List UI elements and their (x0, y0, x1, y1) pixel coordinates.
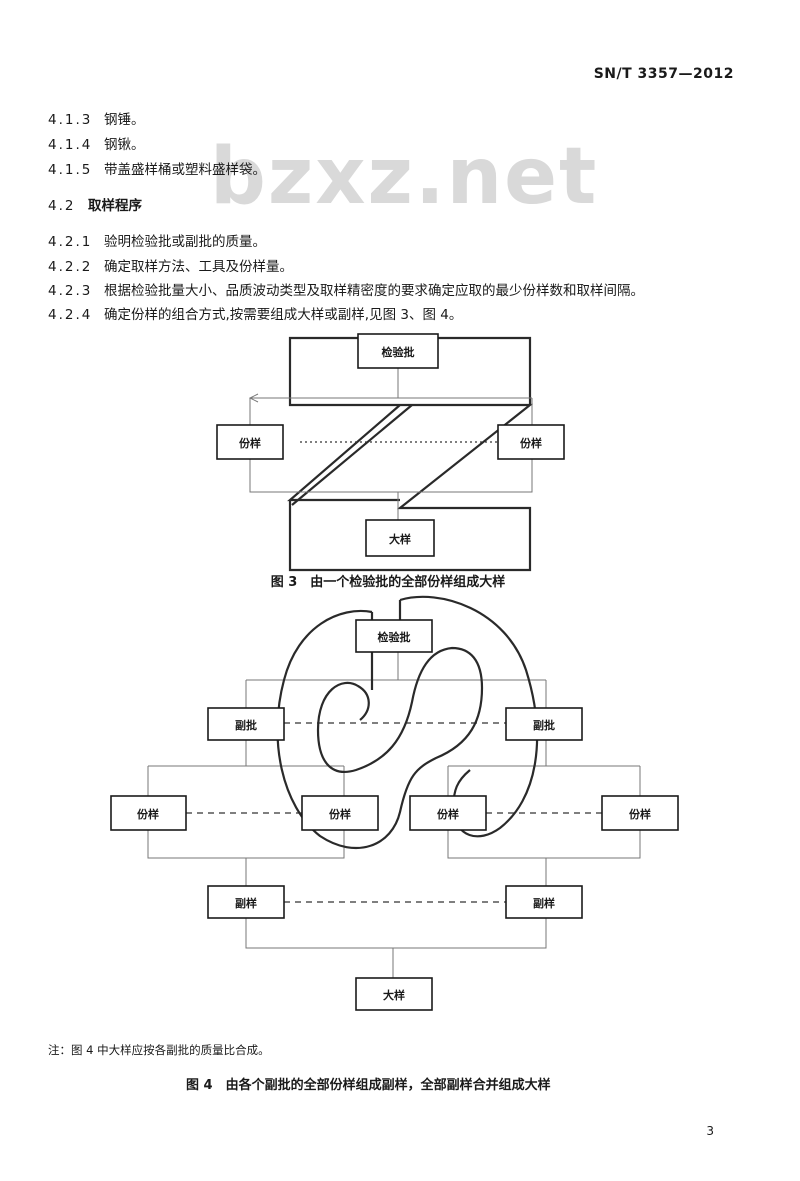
figure-4-note: 注：图 4 中大样应按各副批的质量比合成。 (48, 1043, 270, 1057)
figure-4-inspection-lot-box (355, 619, 433, 653)
figure-4-sub-sample-bottom (245, 918, 547, 978)
figure-4-increment-1-label: 份样 (137, 807, 159, 821)
figure-4-increment-3-label: 份样 (437, 807, 459, 821)
section-number: 4.2 (48, 198, 76, 214)
step-text: 验明检验批或副批的质量。 (104, 234, 266, 250)
figure-3-inspection-lot-box (357, 333, 439, 369)
step-text: 确定份样的组合方式,按需要组成大样或副样,见图 3、图 4。 (104, 307, 463, 323)
figure-4-sub-sample-left-label: 副样 (235, 896, 257, 910)
figure-4-increment-4-label: 份样 (629, 807, 651, 821)
step-4-2-4: 4.2.4 确定份样的组合方式,按需要组成大样或副样,见图 3、图 4。 (48, 303, 462, 323)
figure-4-inspection-lot-label: 检验批 (378, 630, 411, 644)
figure-4-left-sub-stem (147, 740, 345, 796)
figure-4-sub-sample-right-label: 副样 (533, 896, 555, 910)
figure-4-sub-lot-right-box (505, 707, 583, 741)
step-number: 4.2.3 (48, 283, 93, 299)
figure-3-bottom-bar (249, 458, 533, 493)
step-text: 确定取样方法、工具及份样量。 (104, 259, 293, 275)
figure-4-caption: 图 4 由各个副批的全部份样组成副样，全部副样合并组成大样 (186, 1078, 551, 1093)
step-number: 4.2.2 (48, 259, 93, 275)
clause-number: 4.1.3 (48, 112, 93, 128)
figure-4-sub-lot-right-label: 副批 (533, 718, 555, 732)
figure-4-sub-sample-left-box (207, 885, 285, 919)
figure-4-right-sub-stem (447, 740, 641, 796)
figure-4-increment-1-box (110, 795, 187, 831)
step-number: 4.2.1 (48, 234, 93, 250)
figure-4-sub-sample-right-box (505, 885, 583, 919)
figure-4-diagram: 检验批 副批 副批 份样 份样 份样 份样 副样 副样 大样 (110, 595, 679, 1011)
standard-number: SN/T 3357—2012 (593, 66, 734, 82)
step-4-2-2: 4.2.2 确定取样方法、工具及份样量。 (48, 255, 293, 275)
figure-4-right-inc-bottom (447, 830, 641, 886)
figure-3-inspection-lot-label: 检验批 (382, 345, 415, 359)
clause-4-1-4: 4.1.4 钢锹。 (48, 133, 145, 153)
figure-4-sub-lot-left-box (207, 707, 285, 741)
figure-3-increment-left-box (216, 424, 284, 460)
clause-text: 带盖盛样桶或塑料盛样袋。 (104, 162, 266, 178)
step-4-2-1: 4.2.1 验明检验批或副批的质量。 (48, 230, 266, 250)
figure-4-increment-2-box (301, 795, 379, 831)
figure-3-caption: 图 3 由一个检验批的全部份样组成大样 (271, 574, 506, 590)
figure-3-increment-right-label: 份样 (520, 436, 542, 450)
figure-4-increment-4-box (601, 795, 679, 831)
figure-3-diagram: 检验批 份样 份样 大样 (216, 333, 565, 572)
figure-4-gross-sample-label: 大样 (383, 988, 405, 1002)
clause-text: 钢锹。 (104, 137, 145, 153)
watermark: bzxz.net (210, 132, 599, 222)
figure-3-z-diagonal (291, 404, 413, 506)
figure-4-gross-sample-box (355, 977, 433, 1011)
figure-4-increment-2-label: 份样 (329, 807, 351, 821)
figure-4-top-bar (245, 679, 547, 708)
figure-4-left-inc-bottom (147, 830, 345, 886)
step-number: 4.2.4 (48, 307, 93, 323)
clause-text: 钢锤。 (104, 112, 145, 128)
section-title: 取样程序 (88, 198, 142, 214)
step-text: 根据检验批量大小、品质波动类型及取样精密度的要求确定应取的最少份样数和取样间隔。 (104, 283, 644, 299)
clause-number: 4.1.4 (48, 137, 93, 153)
figure-4-increment-3-box (409, 795, 487, 831)
section-heading: 4.2 取样程序 (48, 194, 142, 214)
clause-4-1-5: 4.1.5 带盖盛样桶或塑料盛样袋。 (48, 158, 266, 178)
clause-4-1-3: 4.1.3 钢锤。 (48, 108, 145, 128)
step-4-2-3: 4.2.3 根据检验批量大小、品质波动类型及取样精密度的要求确定应取的最少份样数和… (48, 279, 644, 299)
figure-3-gross-sample-label: 大样 (389, 532, 411, 546)
page-number: 3 (706, 1124, 714, 1138)
figure-3-increment-left-label: 份样 (239, 436, 261, 450)
figure-3-increment-right-box (497, 424, 565, 460)
figure-4-sub-lot-left-label: 副批 (235, 718, 257, 732)
clause-number: 4.1.5 (48, 162, 93, 178)
figure-3-gross-sample-box (365, 519, 435, 557)
